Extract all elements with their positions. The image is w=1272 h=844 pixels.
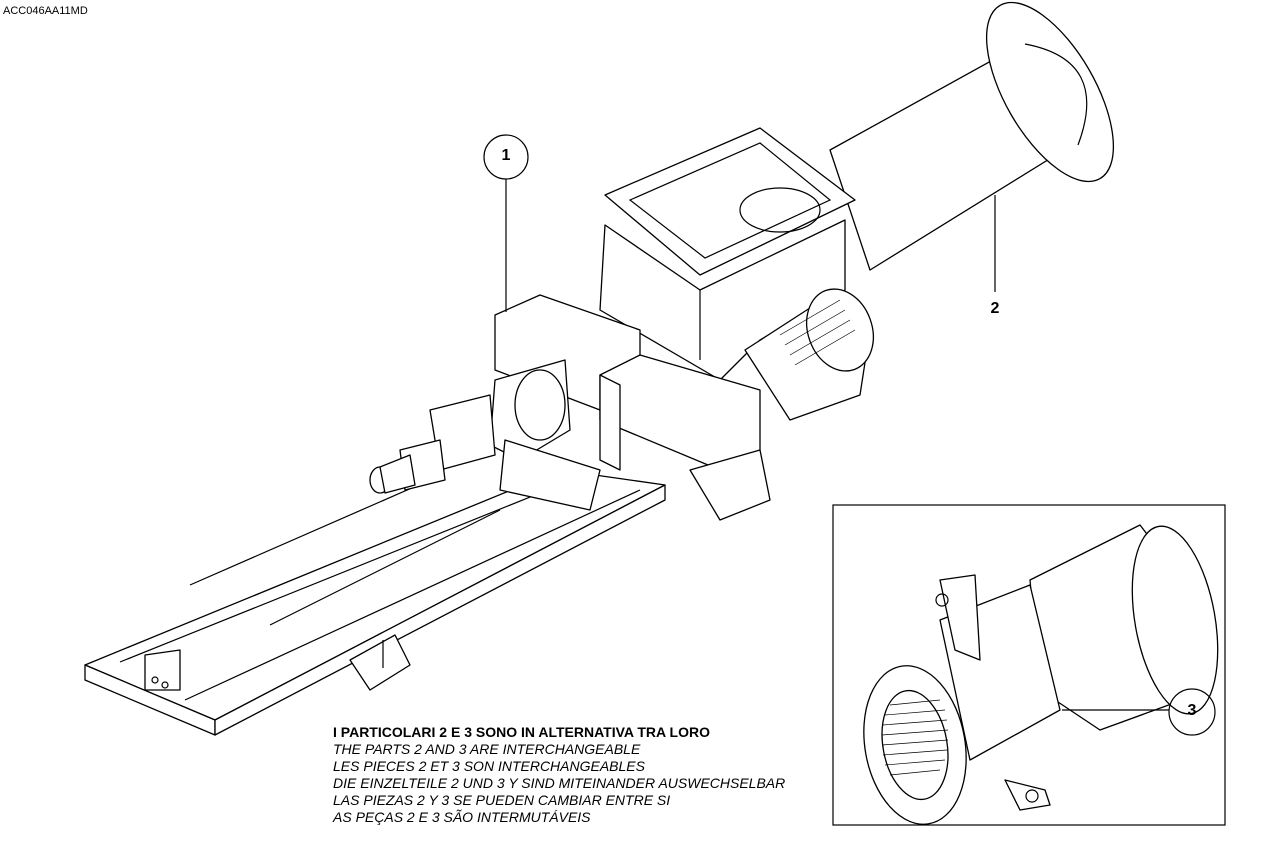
base-frame [84, 469, 666, 736]
callout-2: 2 [990, 300, 1000, 317]
note-german: DIE EINZELTEILE 2 UND 3 Y SIND MITEINAND… [333, 775, 786, 791]
note-portuguese: AS PEÇAS 2 E 3 SÃO INTERMUTÁVEIS [333, 809, 591, 825]
note-italian: I PARTICOLARI 2 E 3 SONO IN ALTERNATIVA … [333, 724, 710, 740]
interchangeability-notes: I PARTICOLARI 2 E 3 SONO IN ALTERNATIVA … [333, 724, 785, 826]
drawing-code: ACC046AA11MD [3, 5, 88, 17]
callout-1: 1 [501, 147, 511, 164]
note-french: LES PIECES 2 ET 3 SON INTERCHANGEABLES [333, 758, 645, 774]
note-english: THE PARTS 2 AND 3 ARE INTERCHANGEABLE [333, 741, 641, 757]
inset-frame [832, 504, 1226, 826]
callout-3: 3 [1187, 702, 1197, 719]
inset-burner-head [863, 524, 1219, 825]
cylinder-part-2 [829, 1, 1115, 271]
motor [744, 288, 874, 421]
pump-coupling [369, 359, 771, 521]
callout-circle-3 [1168, 688, 1216, 736]
note-spanish: LAS PIEZAS 2 Y 3 SE PUEDEN CAMBIAR ENTRE… [333, 792, 671, 808]
